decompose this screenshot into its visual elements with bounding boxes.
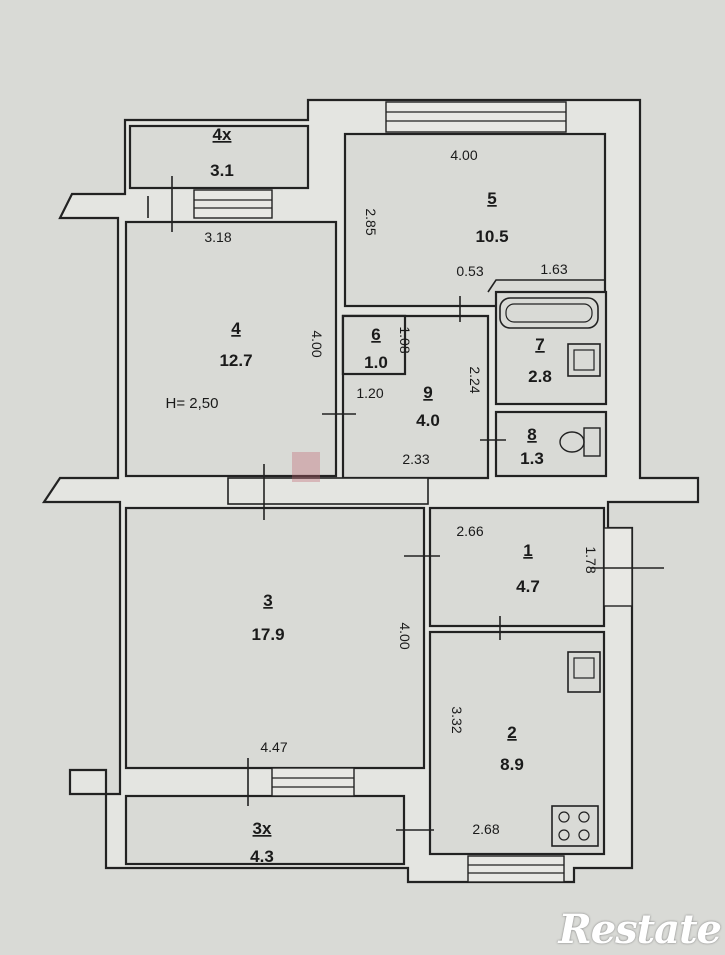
room-4	[124, 220, 338, 478]
room-area: 4.3	[250, 847, 274, 866]
dimension-label: 1.78	[583, 546, 599, 573]
room-number: 5	[487, 189, 496, 208]
door-gap	[227, 477, 429, 505]
bathtub-icon	[499, 297, 599, 329]
room-area: 8.9	[500, 755, 524, 774]
dimension-label: 1.08	[397, 326, 413, 353]
room-area: 2.8	[528, 367, 552, 386]
room-number: 3	[263, 591, 272, 610]
dimension-label: 4.00	[309, 330, 325, 357]
sink-icon	[567, 343, 601, 377]
room-number: 2	[507, 723, 516, 742]
watermark-logo	[292, 452, 320, 482]
dimension-label: 2.33	[402, 451, 429, 467]
dimension-label: 2.66	[456, 523, 483, 539]
room-area: 1.0	[364, 353, 388, 372]
room-area: 3.1	[210, 161, 234, 180]
dimension-label: 3.32	[449, 706, 465, 733]
ceiling-height-label: Н= 2,50	[166, 395, 219, 412]
window-kitchen	[467, 855, 565, 883]
dimension-label: 4.47	[260, 739, 287, 755]
room-number: 4	[231, 319, 241, 338]
room-7	[494, 290, 608, 406]
room-number: 7	[535, 335, 544, 354]
window-room3	[271, 767, 355, 797]
dimension-label: 2.85	[363, 208, 379, 235]
room-area: 4.0	[416, 411, 440, 430]
kitchen-sink-basin	[573, 657, 595, 679]
dimension-label: 3.18	[204, 229, 231, 245]
brand-logo: Restate	[558, 906, 722, 953]
room-3	[124, 506, 426, 770]
dimension-label: 2.68	[472, 821, 499, 837]
toilet-icon	[559, 427, 601, 457]
room-number: 6	[371, 325, 380, 344]
window-entry	[603, 527, 633, 607]
room-area: 10.5	[475, 227, 508, 246]
room-area: 17.9	[251, 625, 284, 644]
room-number: 8	[527, 425, 536, 444]
window-top	[385, 101, 567, 133]
room-number: 1	[523, 541, 532, 560]
dimension-label: 4.00	[450, 147, 477, 163]
dimension-label: 4.00	[397, 622, 413, 649]
dimension-label: 0.53	[456, 263, 483, 279]
kitchen-sink-icon	[567, 651, 601, 693]
room-number: 9	[423, 383, 432, 402]
sink-basin	[573, 349, 595, 371]
partition-line	[487, 279, 604, 293]
room-area: 12.7	[219, 351, 252, 370]
dimension-label: 2.24	[467, 366, 483, 393]
room-area: 1.3	[520, 449, 544, 468]
balcony-4x	[128, 124, 310, 190]
window-room4	[193, 189, 273, 219]
room-number: 4х	[213, 125, 232, 144]
room-8	[494, 410, 608, 478]
room-number: 3х	[253, 819, 272, 838]
room-5	[343, 132, 607, 308]
room-2	[428, 630, 606, 856]
dimension-label: 1.63	[540, 261, 567, 277]
room-6-inner	[341, 314, 407, 376]
dimension-label: 1.20	[356, 385, 383, 401]
room-area: 4.7	[516, 577, 540, 596]
stove-icon	[551, 805, 599, 847]
